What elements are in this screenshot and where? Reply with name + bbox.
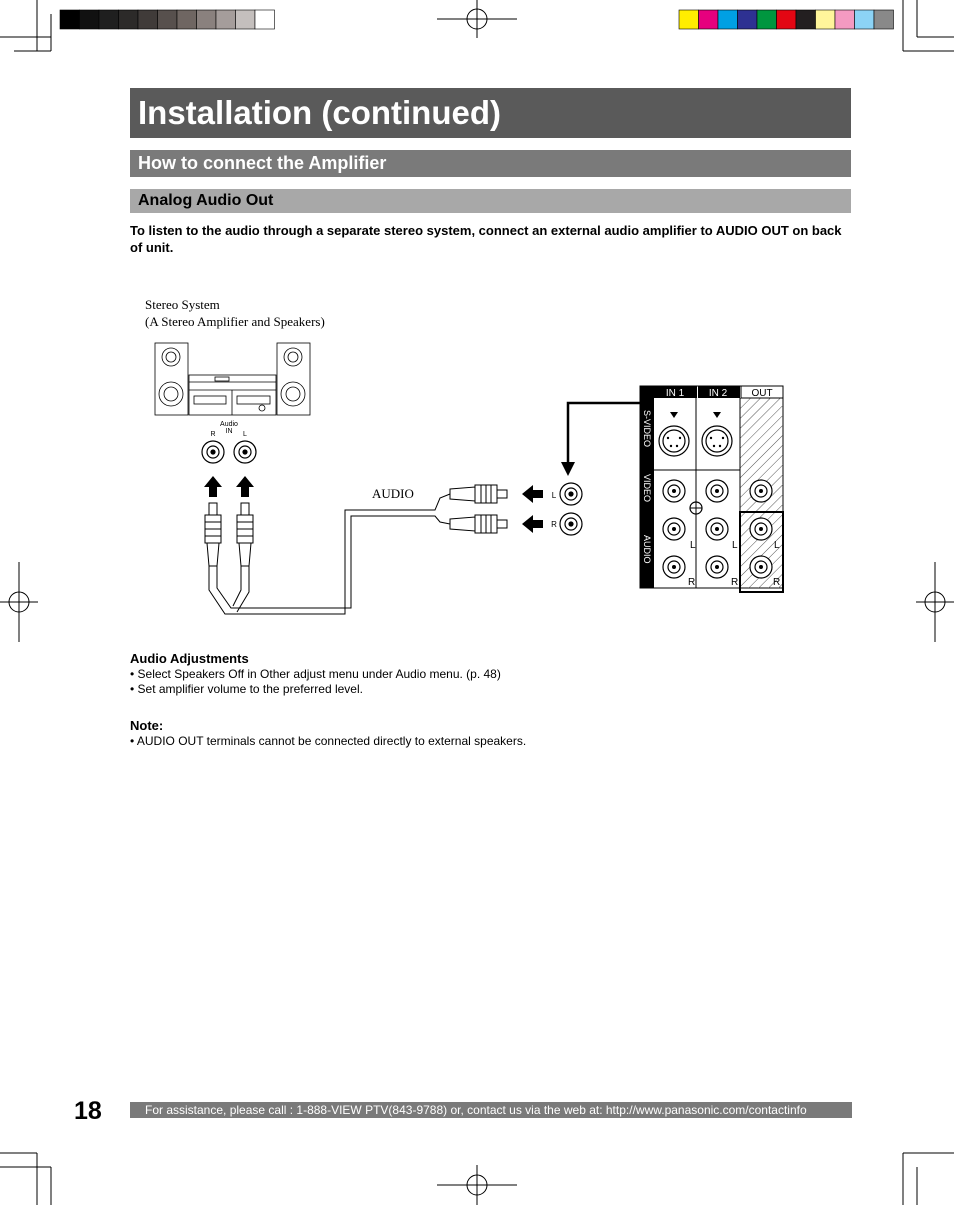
subsection-heading-bar: Analog Audio Out — [130, 189, 851, 213]
amp-l-label: L — [243, 431, 247, 438]
panel-out-label: OUT — [751, 388, 772, 399]
up-arrow-icon — [204, 476, 254, 497]
panel-r-label-out: R — [773, 577, 780, 588]
audio-cable — [208, 493, 451, 615]
subsection-heading: Analog Audio Out — [138, 192, 274, 209]
stereo-system-label: Stereo System (A Stereo Amplifier and Sp… — [145, 296, 325, 330]
amp-input-jacks — [201, 440, 257, 464]
section-heading: How to connect the Amplifier — [138, 153, 387, 173]
jack-r-label: R — [551, 520, 557, 529]
down-arrow-icon — [561, 462, 575, 476]
page-title: Installation (continued) — [138, 94, 501, 131]
jack-l-label: L — [552, 491, 557, 500]
rca-plugs-horizontal — [449, 484, 508, 534]
stereo-system-illustration — [154, 342, 311, 416]
rca-plugs-vertical — [204, 502, 254, 567]
color-swatch — [873, 9, 894, 30]
page-number: 18 — [74, 1097, 102, 1125]
left-arrow-icon — [522, 485, 543, 533]
panel-audio-label: AUDIO — [642, 535, 652, 564]
note-item: • AUDIO OUT terminals cannot be connecte… — [130, 734, 527, 748]
panel-svideo-label: S-VIDEO — [642, 410, 652, 447]
panel-in1-label: IN 1 — [666, 388, 685, 399]
panel-r-label-in2: R — [731, 577, 738, 588]
tv-rear-panel: IN 1 IN 2 OUT S-VIDEO VIDEO AUDIO — [639, 385, 784, 593]
panel-r-label-in1: R — [688, 577, 695, 588]
tv-audio-out-jacks — [559, 482, 583, 536]
footer-bar: For assistance, please call : 1-888-VIEW… — [130, 1102, 852, 1118]
gray-swatch — [254, 9, 275, 30]
page-title-bar: Installation (continued) — [130, 88, 851, 138]
audio-adjustments-title: Audio Adjustments — [130, 651, 249, 666]
adjustment-item: • Select Speakers Off in Other adjust me… — [130, 667, 501, 681]
amp-audio-in-label-line2: IN — [226, 428, 233, 435]
panel-in2-label: IN 2 — [709, 388, 728, 399]
stereo-label-line1: Stereo System — [145, 297, 220, 312]
adjustment-item: • Set amplifier volume to the preferred … — [130, 682, 363, 696]
panel-l-label-in1: L — [690, 540, 696, 551]
panel-video-label: VIDEO — [642, 474, 652, 502]
amp-r-label: R — [210, 431, 215, 438]
assistance-text: For assistance, please call : 1-888-VIEW… — [145, 1103, 807, 1117]
intro-text: To listen to the audio through a separat… — [130, 223, 842, 255]
panel-l-label-out: L — [774, 540, 780, 551]
cable-audio-label: AUDIO — [372, 486, 414, 501]
amp-audio-in-label-line1: Audio — [220, 421, 238, 428]
panel-l-label-in2: L — [732, 540, 738, 551]
section-heading-bar: How to connect the Amplifier — [130, 150, 851, 177]
stereo-label-line2: (A Stereo Amplifier and Speakers) — [145, 314, 325, 329]
note-title: Note: — [130, 718, 164, 733]
